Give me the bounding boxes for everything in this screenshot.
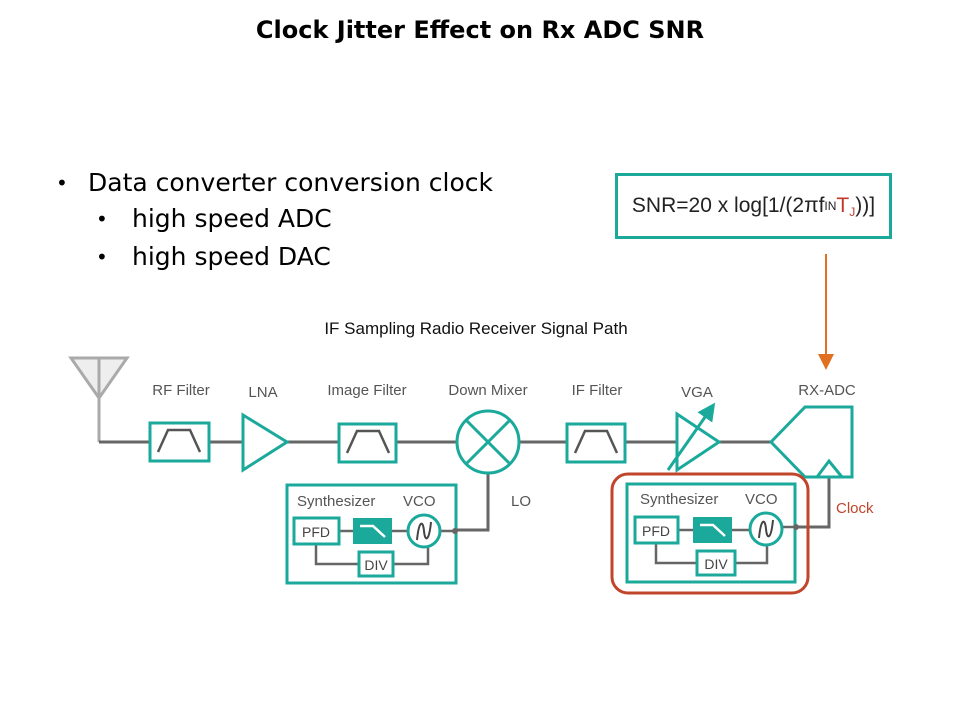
bandpass-icon: [156, 428, 202, 453]
slide-title: Clock Jitter Effect on Rx ADC SNR: [255, 16, 705, 44]
bullet-main: Data converter conversion clock: [56, 166, 493, 200]
jitter-symbol: T: [836, 193, 850, 217]
loop-filter-block: [693, 517, 732, 543]
bandpass-icon: [573, 429, 619, 454]
clock-synthesizer-highlight: [610, 472, 810, 595]
lowpass-icon: [700, 523, 726, 537]
formula-prefix: SNR=20 x log[1/(2πf: [631, 194, 825, 217]
mixer-icon: [455, 409, 521, 475]
formula-suffix: ))]: [855, 194, 876, 217]
vga-label: VGA: [681, 384, 713, 401]
rf-filter-label: RF Filter: [152, 382, 210, 399]
formula-subscript-in: IN: [824, 199, 837, 213]
jitter-subscript: J: [849, 204, 856, 219]
clock-input-icon: [815, 458, 844, 478]
if-filter-label: IF Filter: [572, 382, 623, 399]
if-filter-block: [565, 422, 627, 464]
down-mixer-label: Down Mixer: [448, 382, 527, 399]
antenna-icon: [68, 356, 130, 442]
pfd-label: PFD: [302, 524, 330, 540]
image-filter-block: [337, 422, 398, 464]
vco-label: VCO: [403, 493, 436, 510]
lna-amplifier-icon: [241, 412, 290, 473]
lna-label: LNA: [248, 384, 277, 401]
pfd-block: [633, 515, 680, 545]
image-filter-label: Image Filter: [327, 382, 406, 399]
synthesizer-clock: Synthesizer VCO PFD DIV: [625, 482, 799, 584]
bullet-sub-adc: high speed ADC: [56, 200, 493, 238]
rf-filter-block: [148, 421, 211, 463]
bandpass-icon: [345, 429, 391, 454]
bullet-sub-dac: high speed DAC: [56, 238, 493, 276]
div-label: DIV: [704, 556, 728, 572]
rx-adc-label: RX-ADC: [798, 382, 856, 399]
lowpass-icon: [360, 524, 386, 538]
adc-icon: [768, 405, 854, 479]
signal-wires: [99, 440, 831, 532]
pfd-label: PFD: [642, 523, 670, 539]
vga-amplifier-icon: [666, 402, 722, 473]
synthesizer-label: Synthesizer: [297, 493, 375, 510]
bullet-list: Data converter conversion clock high spe…: [56, 166, 493, 276]
loop-filter-block: [353, 518, 392, 544]
synthesizer-label: Synthesizer: [640, 491, 718, 508]
div-label: DIV: [364, 557, 388, 573]
lo-label: LO: [511, 493, 531, 510]
pfd-block: [292, 516, 341, 546]
div-block: [357, 550, 395, 578]
div-block: [695, 549, 737, 577]
diagram-title: IF Sampling Radio Receiver Signal Path: [324, 319, 627, 338]
vco-label: VCO: [745, 491, 778, 508]
synthesizer-lo: Synthesizer VCO PFD DIV: [285, 483, 458, 585]
clock-label: Clock: [836, 500, 874, 517]
formula-jitter: TJ: [836, 194, 855, 219]
